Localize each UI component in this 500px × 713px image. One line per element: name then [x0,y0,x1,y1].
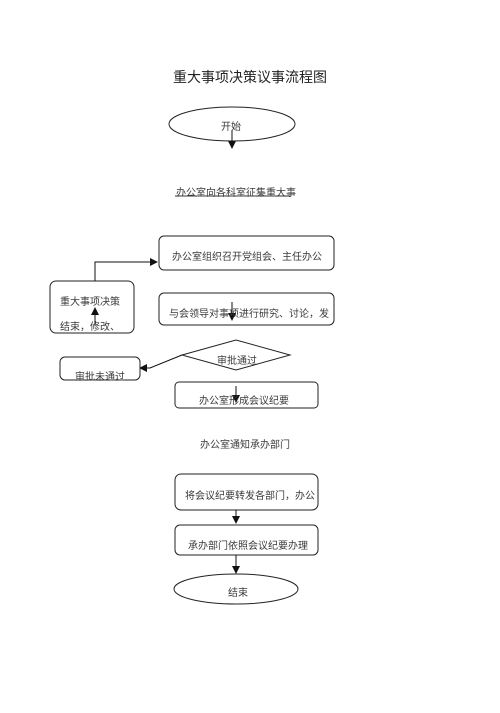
minutes-box [174,381,319,409]
decision-label-line1: 重大事项决策 [60,297,120,308]
minutes-label: 办公室形成会议纪要 [199,396,289,407]
end-label: 结束 [228,588,248,599]
execute-box [174,524,319,556]
page-title: 重大事项决策议事流程图 [173,70,327,86]
collect-label: 办公室向各科室征集重大事 [176,188,296,199]
discuss-box [158,292,335,326]
forward-label: 将会议纪要转发各部门，办公 [185,491,315,502]
rejected-label: 审批未通过 [75,372,125,383]
start-label: 开始 [221,122,241,133]
discuss-label: 与会领导对事项进行研究、讨论，发 [169,309,329,320]
decision-label-line2: 结束，修改、 [60,322,120,333]
arrow-decision-to-organize [94,258,158,281]
end-oval [173,573,299,605]
execute-label: 承办部门依照会议纪要办理 [188,541,308,552]
notify-label: 办公室通知承办部门 [200,440,290,451]
arrow-review-to-rejected [139,354,183,372]
review-diamond [180,339,292,371]
rejected-box [59,356,141,381]
forward-box [174,473,319,511]
organize-label: 办公室组织召开党组会、主任办公 [172,252,322,263]
organize-box [158,235,335,271]
review-label: 审批通过 [217,356,257,367]
